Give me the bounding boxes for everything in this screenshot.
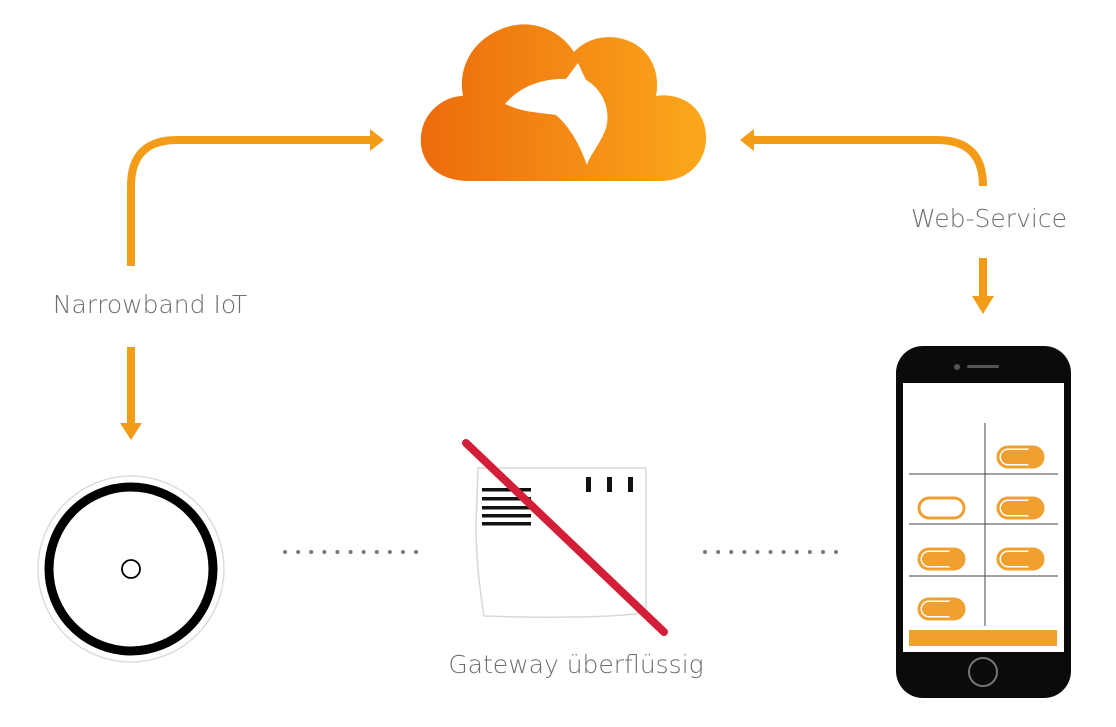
toggle-switch[interactable] [996, 445, 1045, 469]
toggle-switch[interactable] [917, 496, 966, 520]
web-service-label: Web-Service [911, 204, 1067, 233]
gateway-label: Gateway überflüssig [448, 650, 703, 679]
gateway-box-icon [475, 467, 647, 618]
cloud-fox-logo-icon [420, 24, 707, 181]
toggle-switch[interactable] [996, 496, 1045, 520]
toggle-switch[interactable] [996, 547, 1045, 571]
phone-screen-grid [909, 423, 1058, 626]
strikethrough-line-icon [462, 439, 668, 636]
round-sensor-device-icon [37, 475, 225, 663]
phone-bottom-bar [909, 630, 1057, 646]
right-connection-arrow [740, 129, 994, 314]
narrowband-iot-label: Narrowband IoT [53, 290, 247, 319]
toggle-switch[interactable] [917, 547, 966, 571]
left-connection-arrow [120, 129, 384, 440]
phone-toggles [917, 445, 1045, 621]
toggle-switch[interactable] [917, 597, 966, 621]
